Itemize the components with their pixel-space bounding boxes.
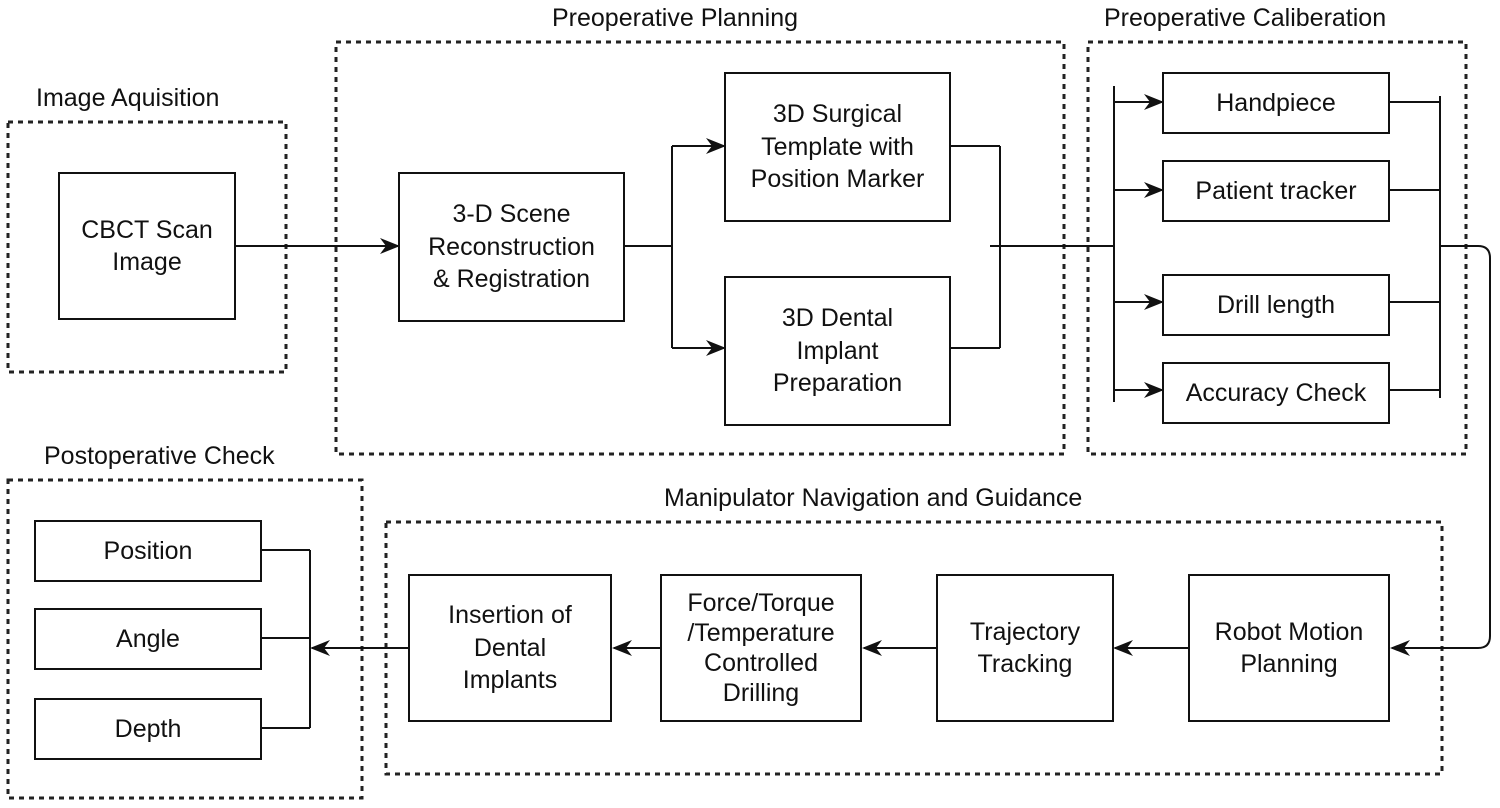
group-frame-preoperative-calibration xyxy=(1086,40,1468,456)
node-line: Planning xyxy=(1240,650,1338,678)
node-line: Reconstruction xyxy=(428,232,595,261)
group-frame-postoperative-check xyxy=(6,478,364,800)
node-line: Trajectory xyxy=(969,617,1081,646)
node-line: Drilling xyxy=(722,679,800,707)
group-title-manipulator-navigation: Manipulator Navigation and Guidance xyxy=(664,484,1083,512)
node-patient-tracker: Patient tracker xyxy=(1162,160,1390,222)
node-line: Depth xyxy=(114,714,182,743)
node-line: /Temperature xyxy=(687,619,835,647)
node-line: Position xyxy=(103,536,193,565)
node-line: Image xyxy=(112,248,182,276)
node-line: Dental xyxy=(473,633,547,662)
node-drill-length: Drill length xyxy=(1162,274,1390,336)
node-line: Tracking xyxy=(977,650,1073,678)
node-line: & Registration xyxy=(432,265,591,294)
node-line: Robot Motion xyxy=(1214,617,1364,646)
node-line: Position Marker xyxy=(750,165,925,194)
group-title-postoperative-check: Postoperative Check xyxy=(44,442,275,470)
group-title-image-acquisition: Image Aquisition xyxy=(36,84,220,112)
node-position: Position xyxy=(34,520,262,582)
arrow-calibration-to-robot-motion xyxy=(1390,245,1491,656)
node-line: Controlled xyxy=(704,649,818,677)
node-handpiece: Handpiece xyxy=(1162,72,1390,134)
node-depth: Depth xyxy=(34,698,262,760)
node-line: 3-D Scene xyxy=(452,200,571,229)
node-line: Accuracy Check xyxy=(1185,378,1367,407)
node-line: 3D Surgical xyxy=(772,100,903,129)
node-line: Implants xyxy=(462,666,558,695)
node-line: Preparation xyxy=(772,369,903,398)
group-title-preoperative-calibration: Preoperative Caliberation xyxy=(1104,4,1387,32)
node-line: Drill length xyxy=(1216,290,1336,319)
node-line: Template with xyxy=(761,132,914,161)
node-line: Insertion of xyxy=(448,601,572,630)
group-frame-preoperative-planning xyxy=(334,40,1066,456)
node-line: Implant xyxy=(796,336,879,365)
node-line: 3D Dental xyxy=(781,304,894,333)
node-line: CBCT Scan xyxy=(81,215,213,244)
node-angle: Angle xyxy=(34,608,262,670)
node-line: Force/Torque xyxy=(687,589,835,617)
node-line: Handpiece xyxy=(1216,88,1336,117)
node-line: Angle xyxy=(116,624,180,653)
group-title-preoperative-planning: Preoperative Planning xyxy=(552,4,798,32)
node-accuracy-check: Accuracy Check xyxy=(1162,362,1390,424)
node-line: Patient tracker xyxy=(1195,176,1357,205)
